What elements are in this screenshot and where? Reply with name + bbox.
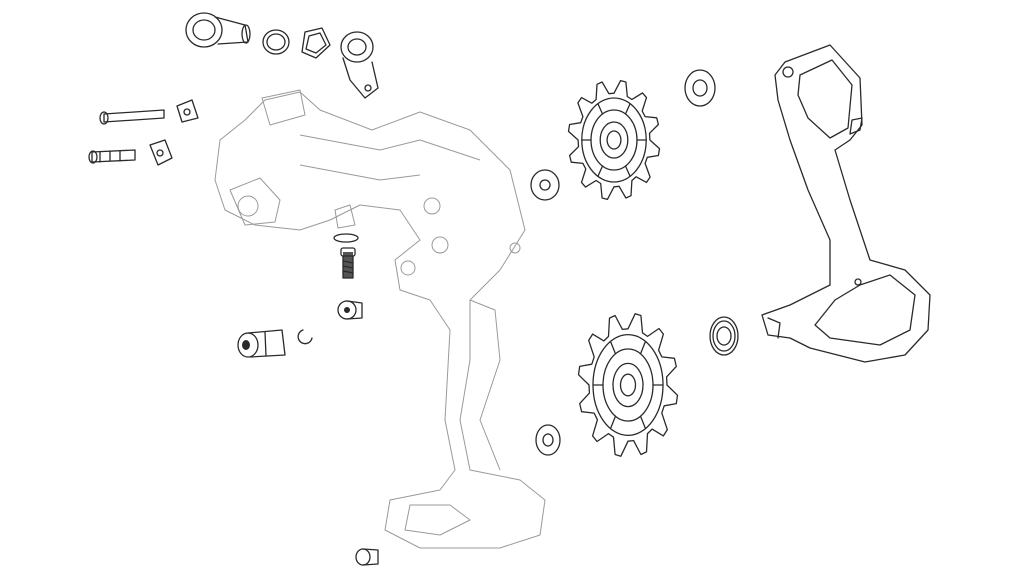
barrel-nut	[337, 300, 363, 320]
spacer-ring	[262, 29, 290, 55]
limit-screw-short	[88, 139, 173, 166]
spacer-ring-inner	[266, 33, 286, 51]
pulley-washer-upper-right	[684, 69, 716, 107]
pulley-spoke	[609, 415, 617, 430]
pulley-bore	[606, 130, 622, 150]
pulley-washer-upper-left	[530, 169, 560, 201]
square-washer-inner	[305, 32, 327, 54]
pulley-bearing	[599, 121, 629, 159]
pulley-spoke	[609, 340, 617, 355]
pulley-teeth	[567, 79, 661, 201]
lower-pulley-wheel	[577, 313, 679, 457]
pulley-bearing	[612, 362, 644, 408]
pulley-spoke	[597, 165, 604, 178]
outer-cage-plate	[761, 44, 931, 363]
bottom-bushing	[355, 548, 379, 566]
pulley-washer-lower-right	[709, 316, 739, 356]
e-clip	[297, 329, 313, 345]
b-tension-plate	[340, 31, 379, 99]
pulley-spoke	[597, 102, 604, 115]
pulley-spoke	[639, 415, 647, 430]
upper-pulley-wheel	[567, 79, 661, 201]
small-washer	[333, 233, 359, 243]
limit-screw-long	[99, 99, 199, 125]
b-bolt-bushing	[185, 12, 251, 48]
pulley-washer-lower-left	[535, 424, 561, 456]
pulley-hub	[602, 348, 654, 422]
pulley-spoke	[624, 102, 631, 115]
square-washer	[301, 27, 331, 59]
socket-bolt	[340, 247, 356, 279]
pulley-spoke	[624, 165, 631, 178]
pulley-teeth	[577, 313, 679, 457]
derailleur-body	[214, 89, 546, 549]
pulley-bore	[619, 373, 637, 397]
pulley-hub	[590, 109, 638, 171]
cable-adjuster	[237, 329, 286, 358]
pulley-spoke	[639, 340, 647, 355]
